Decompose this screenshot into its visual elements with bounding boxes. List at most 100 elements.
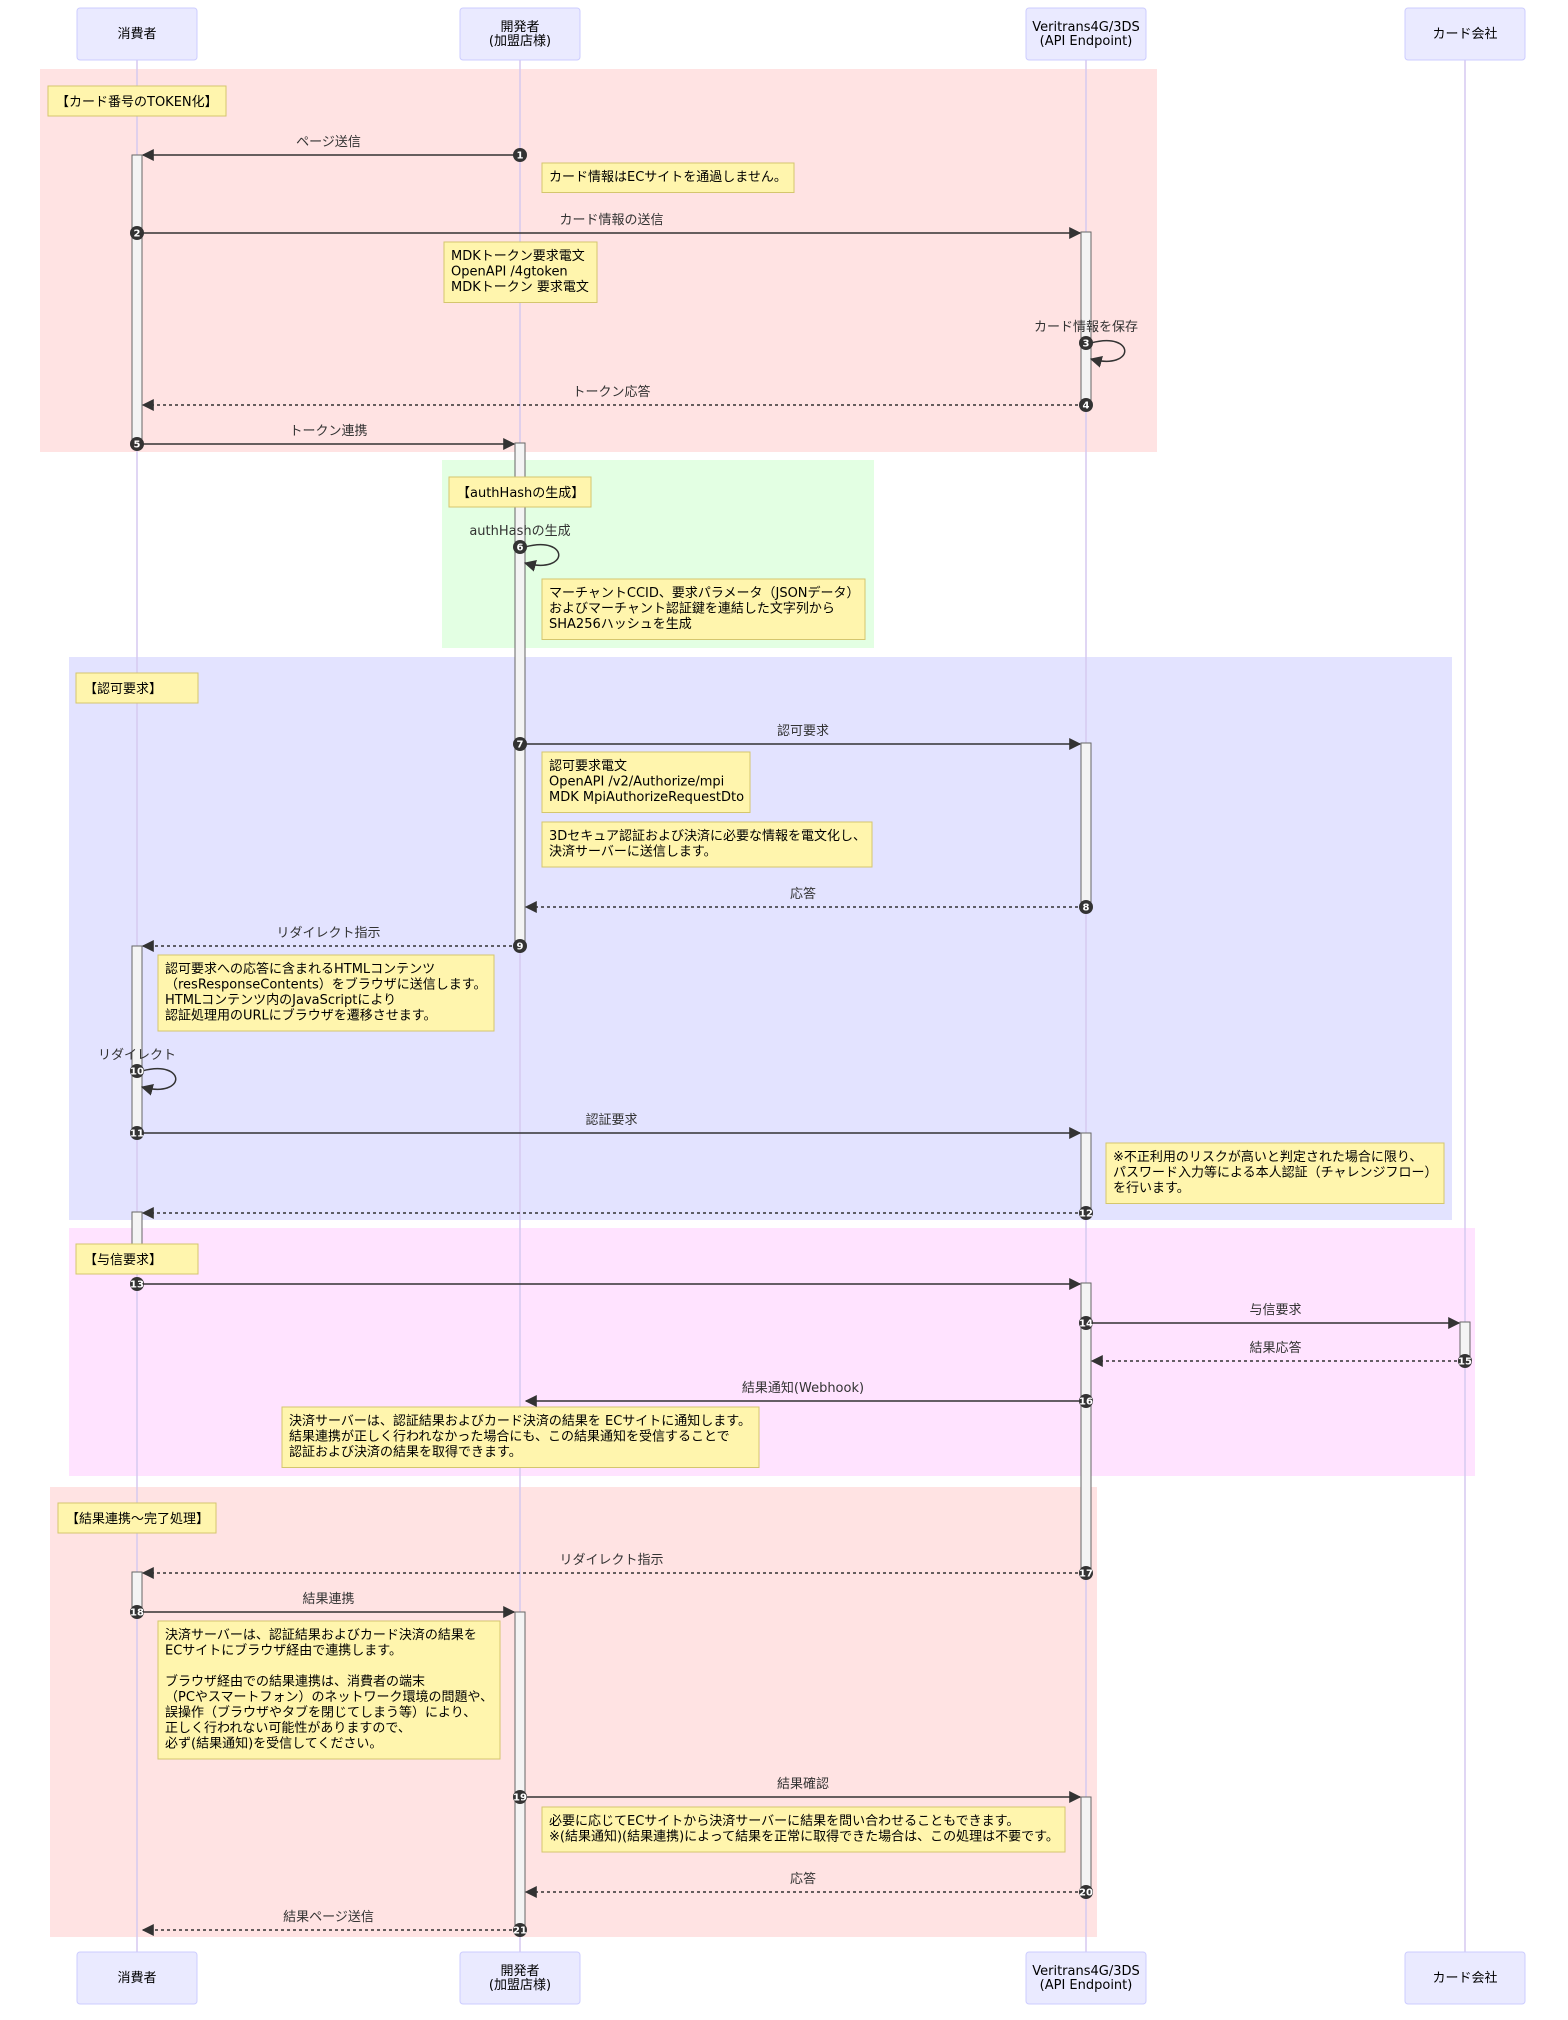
message-label: 認証要求: [585, 1112, 637, 1128]
activation-bar: [1080, 742, 1092, 908]
sequence-number-badge: [1458, 1354, 1472, 1368]
sequence-number-badge: [1079, 1206, 1093, 1220]
message-label: 結果通知(Webhook): [742, 1380, 864, 1396]
sequence-number: 7: [517, 740, 524, 751]
activation-bar: [1080, 1132, 1092, 1214]
activation-bar: [1080, 1796, 1092, 1892]
sequence-number: 13: [130, 1280, 144, 1291]
message-label: ページ送信: [296, 135, 361, 150]
self-arrow: [140, 1068, 177, 1096]
note-box: [157, 954, 495, 1032]
sequence-number-badge: [130, 1126, 144, 1140]
message-13: 13: [130, 1277, 1082, 1291]
note-line: およびマーチャント認証鍵を連結した文字列から: [549, 601, 835, 617]
participant-box: [76, 1951, 198, 2005]
message-label: リダイレクト指示: [276, 926, 380, 941]
note-line: OpenAPI /v2/Authorize/mpi: [549, 775, 724, 790]
message-12: 12: [141, 1206, 1093, 1220]
sequence-number-badge: [513, 1923, 527, 1937]
note: マーチャントCCID、要求パラメータ（JSONデータ）およびマーチャント認証鍵を…: [541, 578, 866, 640]
activation-bar: [514, 442, 526, 948]
sequence-number-badge: [1079, 398, 1093, 412]
sequence-number-badge: [1079, 1885, 1093, 1899]
section-background: [40, 69, 1157, 452]
sequence-number-badge: [513, 540, 527, 554]
section-label-box: [47, 85, 227, 117]
message-4: トークン応答 4: [141, 384, 1093, 412]
note-line: 結果連携が正しく行われなかった場合にも、この結果通知を受信することで: [289, 1429, 730, 1445]
note-box: [281, 1406, 760, 1468]
note: 必要に応じてECサイトから決済サーバーに結果を問い合わせることもできます。※(結…: [541, 1806, 1066, 1853]
participant-box: [1404, 1951, 1526, 2005]
sequence-number: 4: [1083, 401, 1090, 412]
messages: ページ送信1カード情報の送信2カード情報を保存3トークン応答4トークン連携5au…: [98, 135, 1472, 1937]
note: カード情報はECサイトを通過しません。: [541, 162, 795, 193]
note-line: 誤操作（ブラウザやタブを閉じてしまう等）により、: [165, 1705, 476, 1721]
participant-box: [1025, 7, 1147, 61]
participant-developer-bottom: 開発者(加盟店様): [459, 1951, 581, 2005]
sequence-number-badge: [130, 1277, 144, 1291]
note-line: SHA256ハッシュを生成: [549, 617, 692, 632]
section-label-box: [75, 672, 199, 704]
message-label: 結果応答: [1249, 1340, 1301, 1356]
note: 決済サーバーは、認証結果およびカード決済の結果を ECサイトに通知します。結果連…: [281, 1406, 760, 1468]
message-label: 応答: [790, 886, 816, 902]
sequence-number-badge: [130, 437, 144, 451]
sequence-number-badge: [1079, 1394, 1093, 1408]
participant-box: [459, 1951, 581, 2005]
note-line: MDKトークン要求電文: [451, 249, 585, 264]
message-label: 応答: [790, 1871, 816, 1887]
section-label: 【与信要求】: [84, 1253, 162, 1268]
note-line: パスワード入力等による本人認証（チャレンジフロー）: [1113, 1165, 1437, 1181]
self-arrow: [1089, 340, 1126, 368]
participant-consumer-top: 消費者: [76, 7, 198, 61]
note-line: を行います。: [1113, 1181, 1190, 1196]
sequence-number-badge: [1079, 1566, 1093, 1580]
participant-developer-top: 開発者(加盟店様): [459, 7, 581, 61]
participant-label: Veritrans4G/3DS: [1032, 1964, 1140, 1979]
note-box: [541, 1806, 1066, 1853]
message-20: 応答 20: [524, 1871, 1093, 1899]
participant-label: カード会社: [1432, 1970, 1497, 1986]
sequence-number-badge: [130, 1605, 144, 1619]
message-16: 結果通知(Webhook)16: [524, 1380, 1093, 1408]
note-box: [541, 821, 873, 868]
participant-label: カード会社: [1432, 26, 1497, 42]
note-line: MDK MpiAuthorizeRequestDto: [549, 790, 744, 805]
participant-label: 消費者: [117, 27, 156, 42]
sequence-number: 8: [1083, 903, 1090, 914]
participant-box: [459, 7, 581, 61]
section-background: [69, 657, 1452, 1220]
message-11: 認証要求 11: [130, 1112, 1082, 1140]
activation-bar: [131, 1211, 143, 1247]
sequence-number: 10: [130, 1067, 144, 1078]
message-label: 結果確認: [777, 1776, 829, 1792]
section-labels: 【カード番号のTOKEN化】【authHashの生成】【認可要求】【与信要求】【…: [47, 85, 592, 1534]
sequence-number-badge: [130, 226, 144, 240]
note-line: ECサイトにブラウザ経由で連携します。: [165, 1643, 402, 1659]
message-label: 結果ページ送信: [283, 1910, 374, 1925]
participant-label: 開発者: [500, 1964, 539, 1979]
participant-card-bottom: カード会社: [1404, 1951, 1526, 2005]
note-line: 決済サーバーは、認証結果およびカード決済の結果を: [165, 1627, 477, 1643]
participant-label: 開発者: [500, 20, 539, 35]
sequence-number-badge: [130, 1064, 144, 1078]
section-label: 【結果連携～完了処理】: [66, 1511, 209, 1527]
sequence-number: 20: [1079, 1888, 1093, 1899]
sequence-number: 12: [1079, 1209, 1093, 1220]
note-line: ブラウザ経由での結果連携は、消費者の端末: [165, 1674, 425, 1690]
sequence-number: 14: [1079, 1319, 1093, 1330]
message-label: カード情報の送信: [559, 213, 663, 228]
sequence-number: 17: [1079, 1569, 1093, 1580]
participant-box: [76, 7, 198, 61]
message-label: トークン応答: [572, 384, 650, 400]
message-8: 応答 8: [524, 886, 1093, 914]
note: 認可要求への応答に含まれるHTMLコンテンツ（resResponseConten…: [157, 954, 495, 1032]
section-label-box: [448, 476, 592, 508]
sequence-number: 11: [130, 1129, 144, 1140]
